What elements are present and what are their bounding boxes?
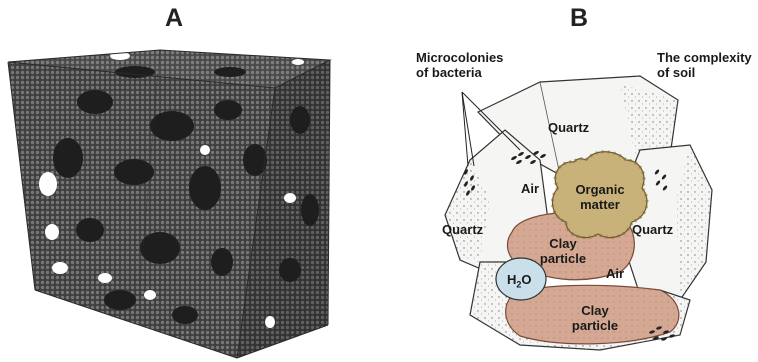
- organic-matter-label-line2: matter: [568, 197, 632, 212]
- soil-title: The complexity of soil: [657, 50, 752, 80]
- clay-particle-label-top: Clay particle: [528, 236, 598, 266]
- clay-top-line2: particle: [528, 251, 598, 266]
- microcolonies-label-line2: of bacteria: [416, 65, 503, 80]
- organic-matter-label: Organic matter: [568, 182, 632, 212]
- water-label-o: O: [521, 272, 531, 287]
- air-label-left: Air: [521, 181, 539, 196]
- soil-title-line2: of soil: [657, 65, 752, 80]
- panel-label-b: B: [570, 4, 588, 33]
- soil-title-line1: The complexity: [657, 50, 752, 65]
- clay-bottom-line1: Clay: [560, 303, 630, 318]
- clay-bottom-line2: particle: [560, 318, 630, 333]
- quartz-label-top: Quartz: [548, 120, 589, 135]
- microcolonies-label-line1: Microcolonies: [416, 50, 503, 65]
- microcolonies-label: Microcolonies of bacteria: [416, 50, 503, 80]
- porous-cube: [8, 50, 330, 358]
- organic-matter-label-line1: Organic: [568, 182, 632, 197]
- water-label: H2O: [507, 272, 532, 293]
- clay-particle-label-bottom: Clay particle: [560, 303, 630, 333]
- water-label-h: H: [507, 272, 516, 287]
- clay-top-line1: Clay: [528, 236, 598, 251]
- quartz-label-left: Quartz: [442, 222, 483, 237]
- panel-label-a: A: [165, 4, 183, 33]
- air-label-bottom: Air: [606, 266, 624, 281]
- quartz-label-right: Quartz: [632, 222, 673, 237]
